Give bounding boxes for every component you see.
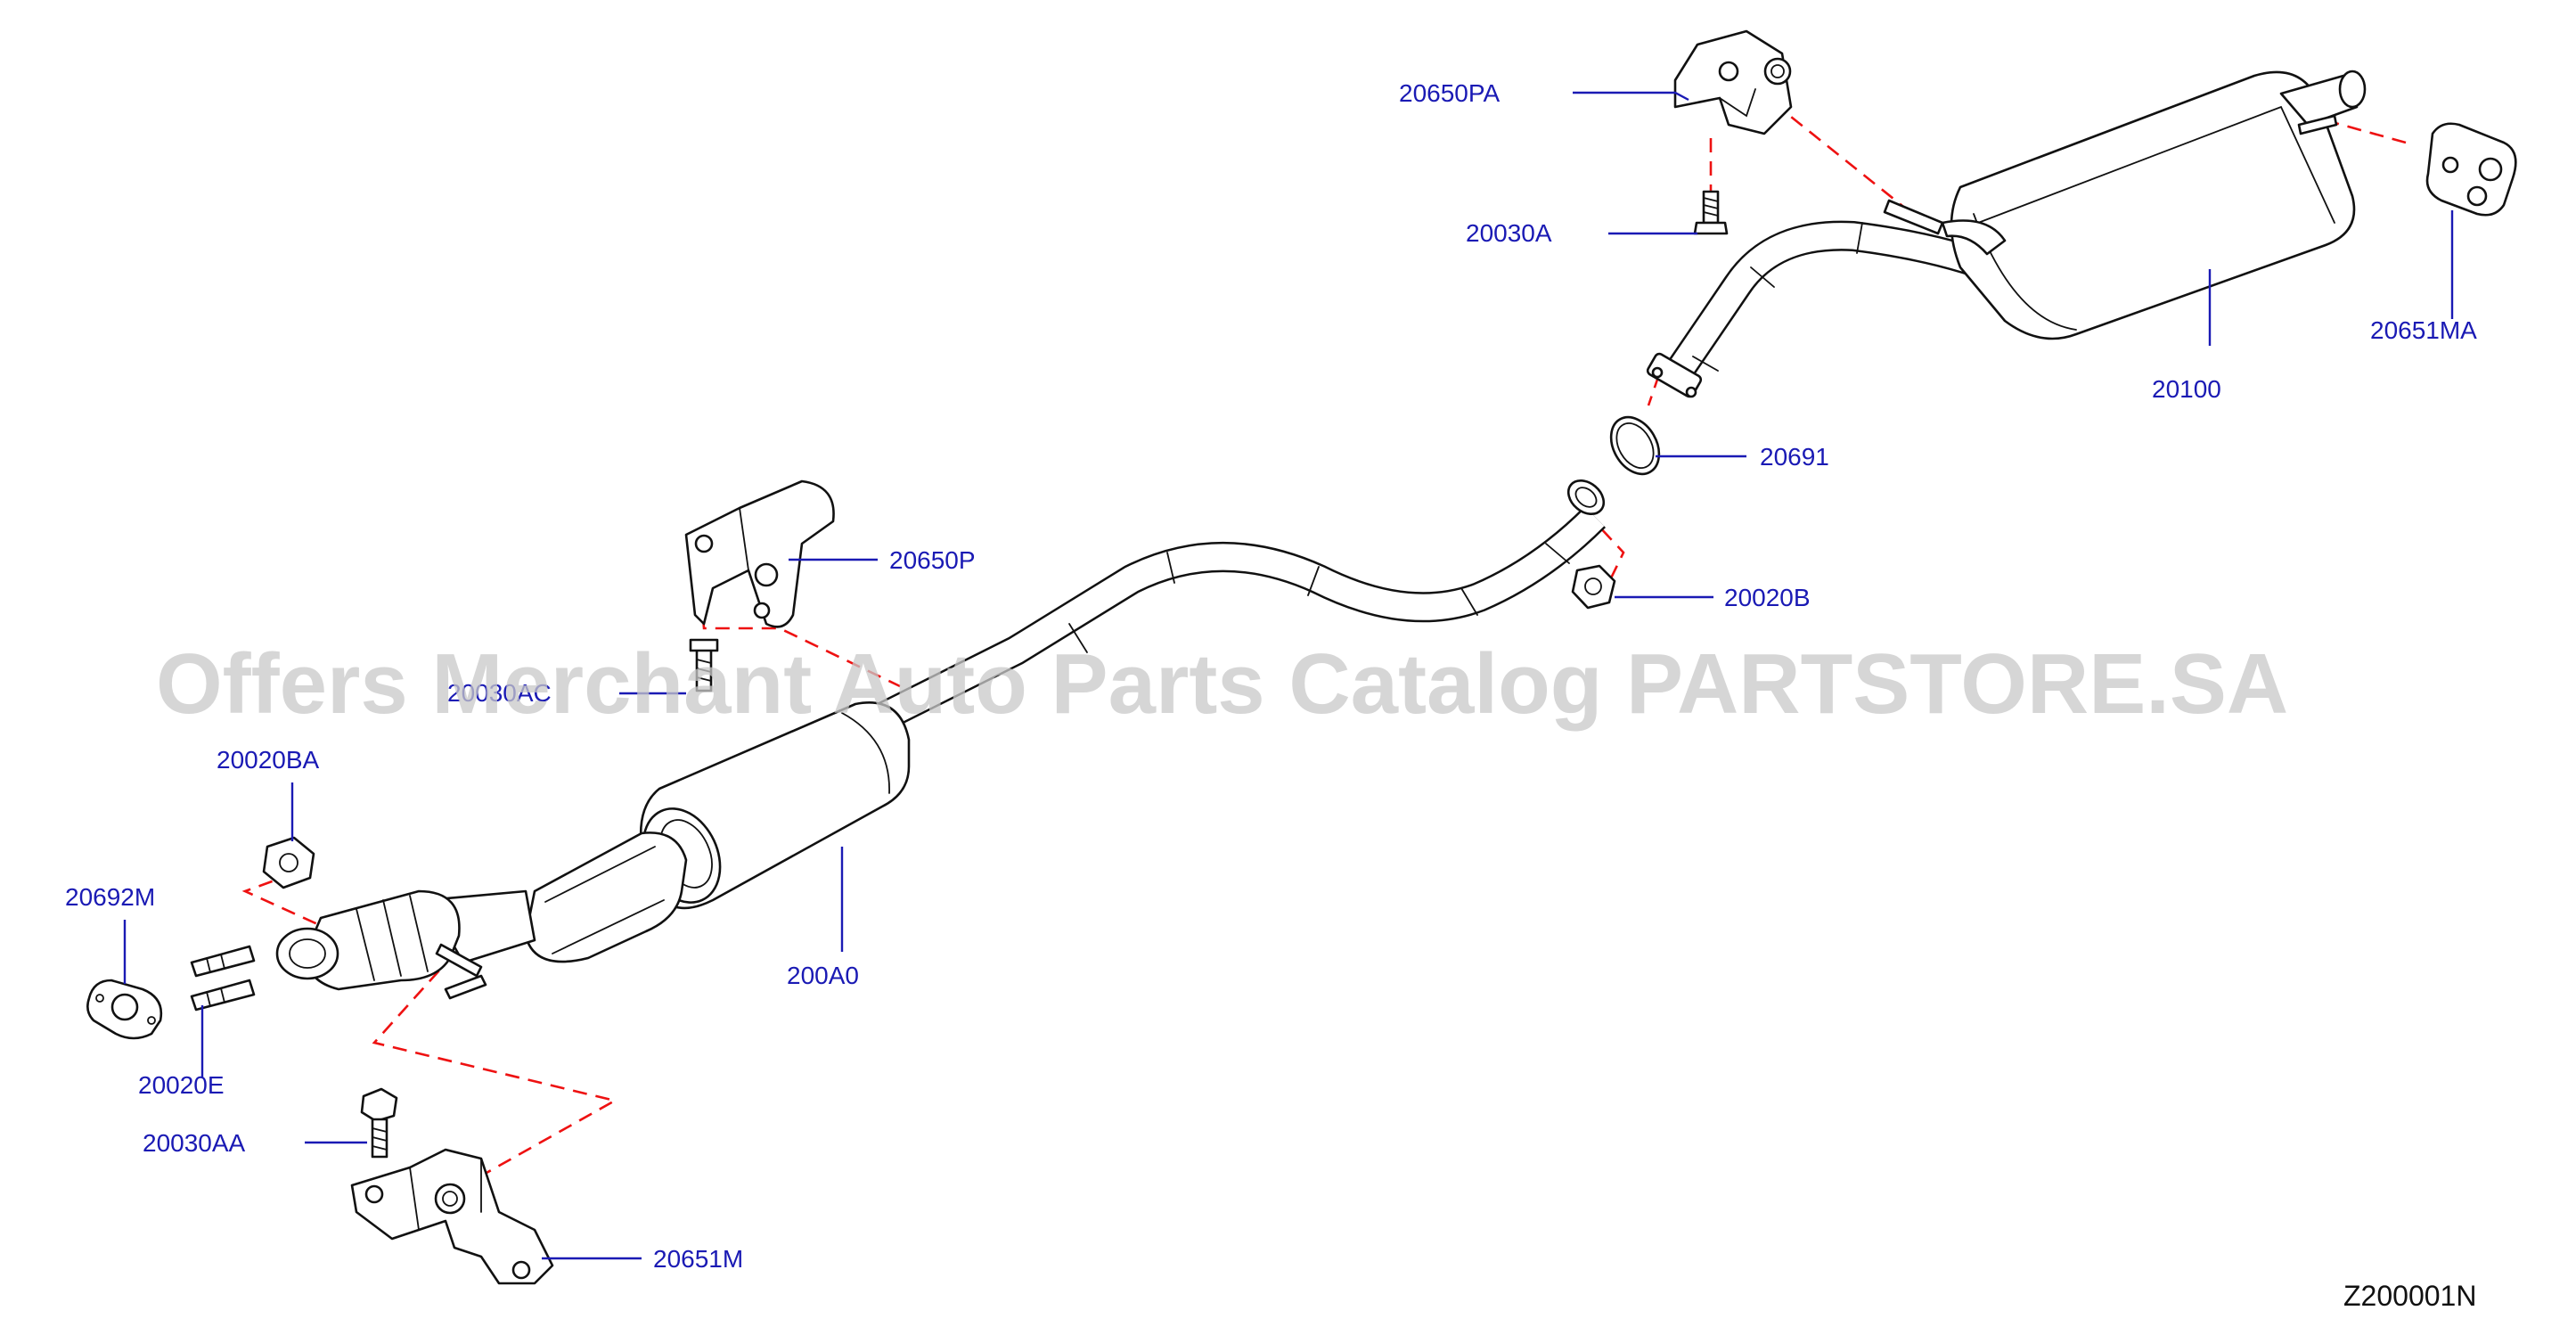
label-20030AC[interactable]: 20030AC: [447, 679, 552, 707]
watermark: Offers Merchant Auto Parts Catalog PARTS…: [156, 636, 2288, 732]
pipe-flange: [1566, 479, 1606, 516]
label-20020B[interactable]: 20020B: [1724, 584, 1811, 611]
bolt-20030A: [1693, 190, 1729, 235]
part-labels: 20650PA 20030A 20651MA 20100 20691 20650…: [65, 79, 2477, 1273]
nut-20020BA: [262, 836, 315, 889]
label-20651M[interactable]: 20651M: [653, 1245, 743, 1273]
label-20030A[interactable]: 20030A: [1466, 219, 1552, 247]
bracket-20651M: [350, 1148, 554, 1285]
studs-20020E: [190, 945, 256, 1012]
label-20100[interactable]: 20100: [2152, 375, 2221, 403]
label-20650P[interactable]: 20650P: [889, 546, 976, 574]
nut-20020B: [1571, 564, 1616, 610]
exhaust-pipe: [848, 220, 1983, 745]
label-20030AA[interactable]: 20030AA: [143, 1129, 246, 1157]
label-20651MA[interactable]: 20651MA: [2370, 316, 2477, 344]
label-20650PA[interactable]: 20650PA: [1399, 79, 1500, 107]
insulator-20650PA: [1673, 29, 1793, 135]
leader-lines: [123, 91, 2454, 1260]
front-resonator-assembly: [275, 701, 911, 1000]
gasket-ring-20691: [1609, 415, 1661, 476]
rear-muffler: [1883, 70, 2367, 340]
label-20020E[interactable]: 20020E: [138, 1071, 225, 1099]
hanger-rubber-20651MA: [2425, 122, 2517, 217]
label-20691[interactable]: 20691: [1760, 443, 1829, 471]
insulator-20650P: [684, 479, 835, 628]
bolt-20030AA: [360, 1087, 398, 1159]
label-20020BA[interactable]: 20020BA: [217, 746, 320, 774]
diagram-id: Z200001N: [2343, 1280, 2476, 1312]
label-200A0[interactable]: 200A0: [787, 962, 859, 989]
rear-pipe-flange: [1646, 352, 1703, 398]
label-20692M[interactable]: 20692M: [65, 883, 155, 911]
bolt-20030AC: [689, 638, 719, 692]
gasket-20692M: [86, 979, 163, 1040]
